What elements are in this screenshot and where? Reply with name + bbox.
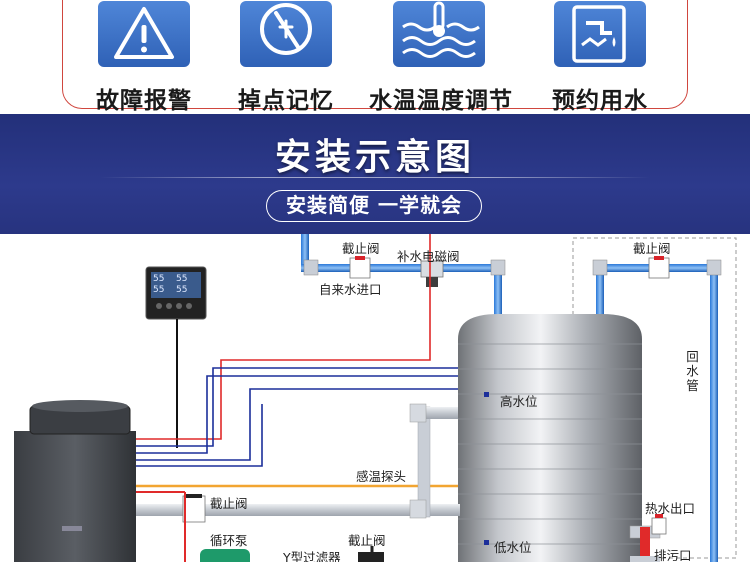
label-drain: 排污口 xyxy=(654,548,692,562)
pipe-return-right xyxy=(710,264,718,562)
label-valve-mid: 截止阀 xyxy=(210,496,248,511)
label-circ-pump: 循环泵 xyxy=(210,533,248,548)
label-valve-top: 截止阀 xyxy=(342,241,380,256)
scheduled-water-icon xyxy=(554,1,646,67)
heat-pump-unit xyxy=(14,431,136,562)
feature-label: 掉点记忆 xyxy=(238,88,334,114)
page-title: 安装示意图 xyxy=(274,137,475,178)
pipe-circulation-upper xyxy=(135,504,460,516)
label-valve-top-right: 截止阀 xyxy=(633,241,671,256)
feature-power-memory: 掉点记忆 xyxy=(221,1,351,115)
installation-diagram: 截止阀 补水电磁阀 自来水进口 截止阀 回水管 高水位 感温探头 截止阀 热水出… xyxy=(0,234,750,562)
divider xyxy=(100,177,650,178)
feature-label: 预约用水 xyxy=(552,88,648,114)
label-makeup-solenoid: 补水电磁阀 xyxy=(397,249,460,264)
subtitle-badge: 安装简便 一学就会 xyxy=(266,190,482,222)
valve-hot-outlet xyxy=(651,517,667,535)
section-banner: 安装示意图 安装简便 一学就会 xyxy=(0,114,750,234)
valve-top xyxy=(349,257,371,279)
label-hot-outlet: 热水出口 xyxy=(645,501,696,516)
water-tank xyxy=(458,314,642,562)
pipe-inlet-vertical xyxy=(301,234,309,270)
valve-mid xyxy=(182,495,206,523)
label-tap-inlet: 自来水进口 xyxy=(319,282,382,297)
feature-panel: 故障报警 掉点记忆 水温温度调节 xyxy=(62,0,688,114)
feature-scheduled-water: 预约用水 xyxy=(535,1,665,115)
diagram-canvas xyxy=(14,234,737,562)
valve-top-right xyxy=(648,257,670,279)
water-temperature-icon xyxy=(393,1,485,67)
feature-fault-alarm: 故障报警 xyxy=(79,1,209,115)
feature-label: 故障报警 xyxy=(96,88,192,114)
controller-readout-3: 55 xyxy=(153,285,165,295)
controller-readout-1: 55 xyxy=(153,274,165,284)
controller-readout-2: 55 xyxy=(176,274,188,284)
feature-water-temperature: 水温温度调节 xyxy=(369,1,513,115)
label-y-filter: Y型过滤器 xyxy=(283,550,341,562)
label-low-level: 低水位 xyxy=(494,540,532,555)
pipe-return-left xyxy=(596,264,604,319)
label-high-level: 高水位 xyxy=(500,394,538,409)
label-return-pipe: 回水管 xyxy=(684,350,699,394)
circulation-pump xyxy=(200,549,250,562)
feature-label: 水温温度调节 xyxy=(369,88,513,114)
label-valve-bottom: 截止阀 xyxy=(348,533,386,548)
pipe-inlet-horizontal xyxy=(301,264,499,272)
power-memory-icon xyxy=(240,1,332,67)
pipe-inlet-down xyxy=(494,264,502,324)
controller-readout-4: 55 xyxy=(176,285,188,295)
y-filter xyxy=(358,552,384,562)
label-temp-probe: 感温探头 xyxy=(356,469,407,484)
warning-icon xyxy=(98,1,190,67)
